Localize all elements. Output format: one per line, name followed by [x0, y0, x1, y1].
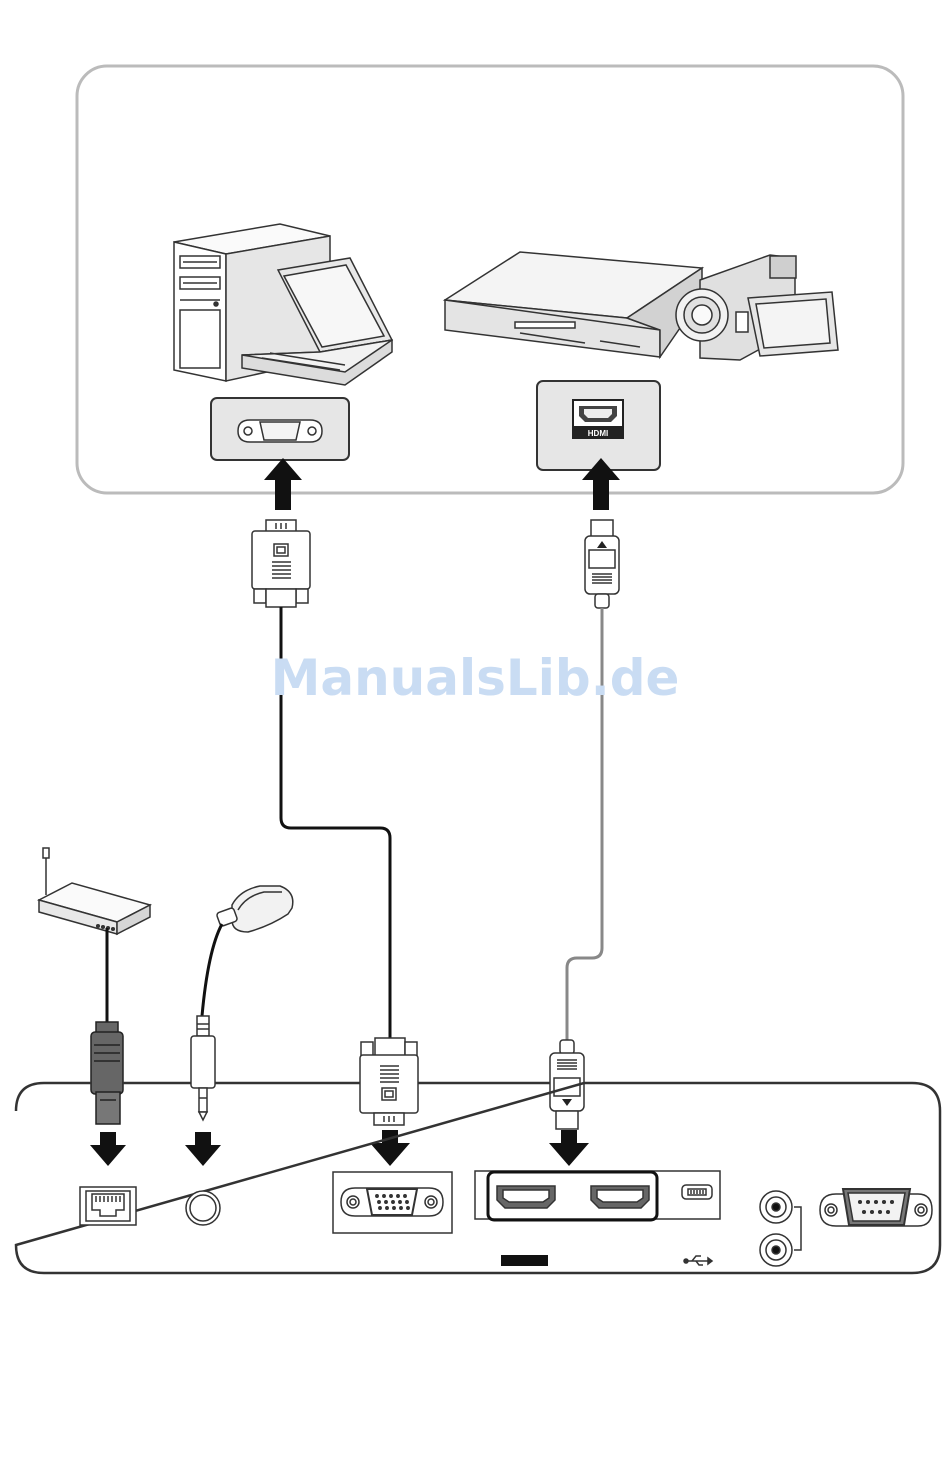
lan-cable-connector	[91, 1022, 123, 1124]
hdmi-port-label: HDMI	[588, 429, 608, 438]
audio-plug-connector	[191, 1016, 215, 1120]
vga-source-port[interactable]	[211, 398, 349, 460]
usb-symbol-icon	[684, 1256, 712, 1265]
watermark-text: ManualsLib.de	[271, 649, 680, 707]
hdmi-cable-top-connector	[585, 520, 619, 608]
ir-receiver-icon	[216, 886, 293, 932]
vga-up-arrow-icon	[264, 458, 302, 510]
hdmi-1-port[interactable]	[497, 1186, 555, 1208]
media-player-icon	[445, 252, 702, 357]
hdmi-2-port[interactable]	[591, 1186, 649, 1208]
lan-down-arrow-icon	[90, 1132, 126, 1166]
hdmi-label-bar	[501, 1255, 548, 1266]
audio-down-arrow-icon	[185, 1132, 221, 1166]
wireless-router-icon	[39, 848, 150, 934]
rca-audio-ports[interactable]	[760, 1191, 801, 1266]
mini-usb-port[interactable]	[682, 1185, 712, 1199]
vga-cable-bottom-connector	[360, 1038, 418, 1125]
rs232-port[interactable]	[820, 1189, 932, 1226]
vga-in-port[interactable]	[333, 1172, 452, 1233]
audio-jack-port[interactable]	[186, 1191, 220, 1225]
hdmi-source-port[interactable]: HDMI	[537, 381, 660, 470]
vga-cable-top-connector	[252, 520, 310, 607]
rj45-lan-port[interactable]	[80, 1187, 136, 1225]
hdmi-down-arrow-icon	[549, 1130, 589, 1166]
ir-cable-line	[202, 924, 222, 1016]
